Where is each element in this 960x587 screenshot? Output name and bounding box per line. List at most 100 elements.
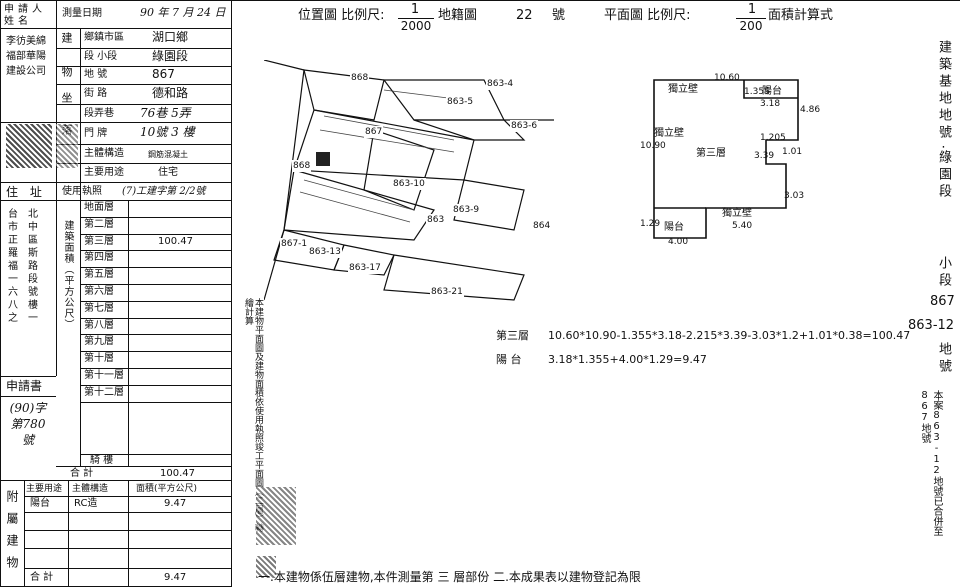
floor-scale-num: 1 [747,2,757,17]
parcel-label: 863-5 [446,96,475,108]
floor-name: 第三層 [84,235,114,247]
floor-name: 第六層 [84,286,114,297]
location-scale-num: 1 [410,2,420,17]
parcel-label: 864 [532,220,552,232]
middle-note: 本建物平面圖及建物面積依使用執照竣工平面圖（二層）轉繪計算 [243,298,263,532]
floor-scale-den: 200 [739,19,763,33]
floor-name: 第十一層 [84,370,124,381]
site-no1: 867 [930,294,955,309]
building-object-label: 物 [60,66,73,78]
floor-name: 第八層 [84,319,114,331]
parcel-label: 867 [364,126,384,138]
survey-date-label: 測量日期 [62,8,102,19]
attached-total-label: 合 計 [30,572,54,583]
parcel-label: 868 [350,72,370,84]
floor-name: 第七層 [84,302,114,314]
survey-date: 90 年 7 月 24 日 [140,6,226,19]
door-label: 門 牌 [84,128,108,139]
land-no-label: 地 號 [84,69,108,80]
section: 綠園段 [152,49,189,63]
parcel-label: 868 [292,160,312,172]
dimension-label: 5.40 [732,221,753,231]
room-label: 第三層 [696,148,726,159]
dimension-label: 3.18 [760,99,781,109]
room-label: 陽台 [664,222,684,233]
site-suffix: 地號 [936,342,951,376]
lane: 76巷 5弄 [140,106,191,120]
address-label: 住 址 [6,185,46,199]
floor-name: 第四層 [84,252,114,264]
floor-name: 第十二層 [84,386,124,398]
lane-label: 段弄巷 [84,108,114,119]
license: (7)工建字第 2/2號 [122,186,206,197]
calc-formula: 3.18*1.355+4.00*1.29=9.47 [548,353,707,366]
applicant-name: 李彷美綿福部華陽建設公司 [6,36,46,77]
floor-name: 第五層 [84,269,114,281]
parcel-label: 863-6 [510,120,539,132]
street: 德和路 [152,86,189,100]
township-label: 鄉鎮市區 [84,32,124,43]
attached-head-area: 面積(平方公尺) [136,484,198,494]
room-label: 獨立壁 [722,208,752,219]
floor-value: 100.47 [158,235,193,247]
location-label: 位置圖 比例尺: [298,8,385,23]
seal-stamp-bottom [256,556,276,578]
floor-plan [653,79,799,239]
section-label: 段 小段 [84,51,118,62]
parcel-label: 863-21 [430,286,464,298]
land-no: 867 [152,67,175,81]
attached-head-struct: 主體構造 [72,484,109,494]
dimension-label: 4.00 [668,237,689,247]
door: 10號 3 樓 [140,125,195,139]
applicant-label: 申請人姓名 [4,4,46,27]
site-section: 綠園段 [936,150,951,201]
usage: 住宅 [158,167,178,178]
location-map [264,60,554,301]
seal-stamp [6,124,52,168]
dimension-label: 3.39 [754,151,775,161]
attached-area: 9.47 [164,498,187,509]
calc-label: 陽 台 [496,353,522,366]
parcel-label: 863-4 [486,78,515,90]
parcel-label: 863 [426,214,446,226]
street-label: 街 路 [84,88,108,99]
parcel-label: 863-17 [348,262,382,274]
room-label: 獨立壁 [654,128,684,139]
parcel-label: 863-9 [452,204,481,216]
dimension-label: 4.86 [800,105,821,115]
attached-label: 附屬建物 [5,490,19,578]
footer-note: 一.本建物係伍層建物,本件測量第 三 層部份 二.本成果表以建物登記為限 [258,570,641,584]
room-label: 獨立壁 [668,84,698,95]
app-no-label: 申請書 [6,379,43,393]
structure: 鋼筋混凝土 [148,150,188,159]
usage-label: 主要用途 [84,167,124,178]
township: 湖口鄉 [152,30,189,44]
map-label: 地籍圖 [438,8,478,23]
seal-stamp-small [56,124,78,168]
dimension-label: 1.205 [760,133,786,143]
attached-use: 陽台 [30,498,50,509]
dimension-label: 10.90 [640,141,666,151]
license-label: 使用執照 [62,186,102,197]
map-suffix: 號 [552,8,566,23]
map-no: 22 [516,8,533,23]
dimension-label: 1.355 [744,87,770,97]
location-scale-den: 2000 [400,19,432,33]
floor-plan-label: 平面圖 比例尺: [604,8,691,23]
floor-name: 第九層 [84,336,114,348]
room-label: 陽台 [762,86,782,97]
dimension-label: 1.01 [782,147,803,157]
roof-label: 騎 樓 [90,455,114,466]
area-calc-label: 面積計算式 [768,8,834,23]
floor-name: 地面層 [84,202,114,213]
parcel-label: 867-1 [280,238,309,250]
area-title: 建築面積（平方公尺） [62,220,73,330]
total-label: 合 計 [70,468,94,479]
seal-stamp-middle [256,487,296,545]
floor-name: 第二層 [84,218,114,230]
site-no2: 863-12 [908,318,955,333]
merge-note: 本案863-12地號已合併至867地號 [919,390,942,536]
dimension-label: 3.03 [784,191,805,201]
site-sub: 小段 [936,256,951,290]
